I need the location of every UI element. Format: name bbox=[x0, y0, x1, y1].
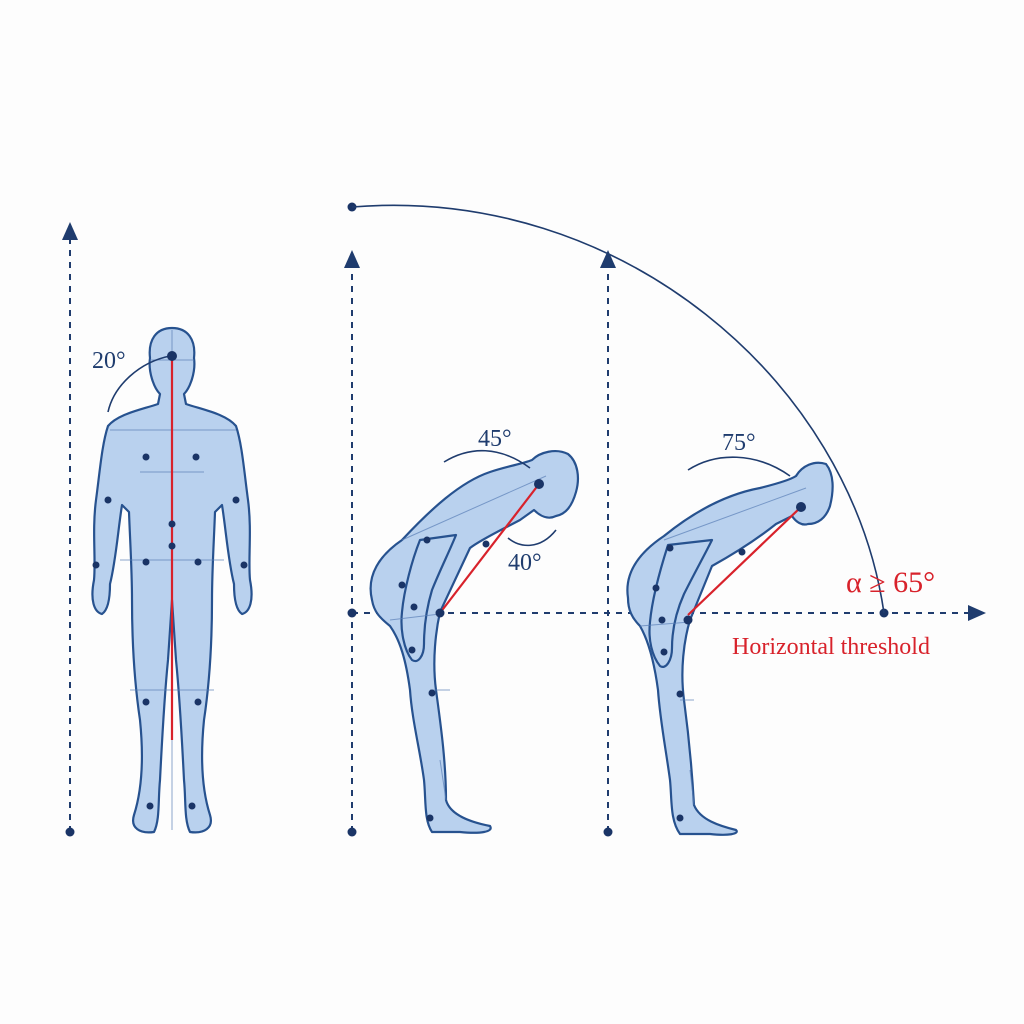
deep-bow-angle-arc bbox=[687, 456, 791, 477]
deep-bow-torso-line bbox=[687, 506, 802, 616]
standing-angle-label: 20° bbox=[92, 348, 126, 374]
alpha-condition-label: α ≥ 65° bbox=[846, 566, 935, 599]
bow-head-angle-label: 45° bbox=[478, 426, 512, 452]
axis-origin-bow bbox=[347, 827, 357, 837]
horizontal-axis-origin bbox=[347, 608, 357, 618]
deep-bow-angle-label: 75° bbox=[722, 430, 756, 456]
horizontal-threshold-label: Horizontal threshold bbox=[732, 634, 930, 660]
bow-torso-line bbox=[439, 483, 540, 614]
axis-origin-deep-bow bbox=[603, 827, 613, 837]
bow-head-angle-arc bbox=[443, 449, 531, 469]
bow-range-arc bbox=[351, 204, 885, 614]
bow-figure bbox=[369, 449, 579, 834]
bow-torso-angle-label: 40° bbox=[508, 550, 542, 576]
standing-angle-arc bbox=[107, 355, 171, 413]
bow-torso-angle-arc bbox=[507, 529, 557, 547]
deep-bow-figure bbox=[626, 456, 834, 836]
standing-figure bbox=[91, 326, 253, 834]
axis-origin-standing bbox=[65, 827, 75, 837]
